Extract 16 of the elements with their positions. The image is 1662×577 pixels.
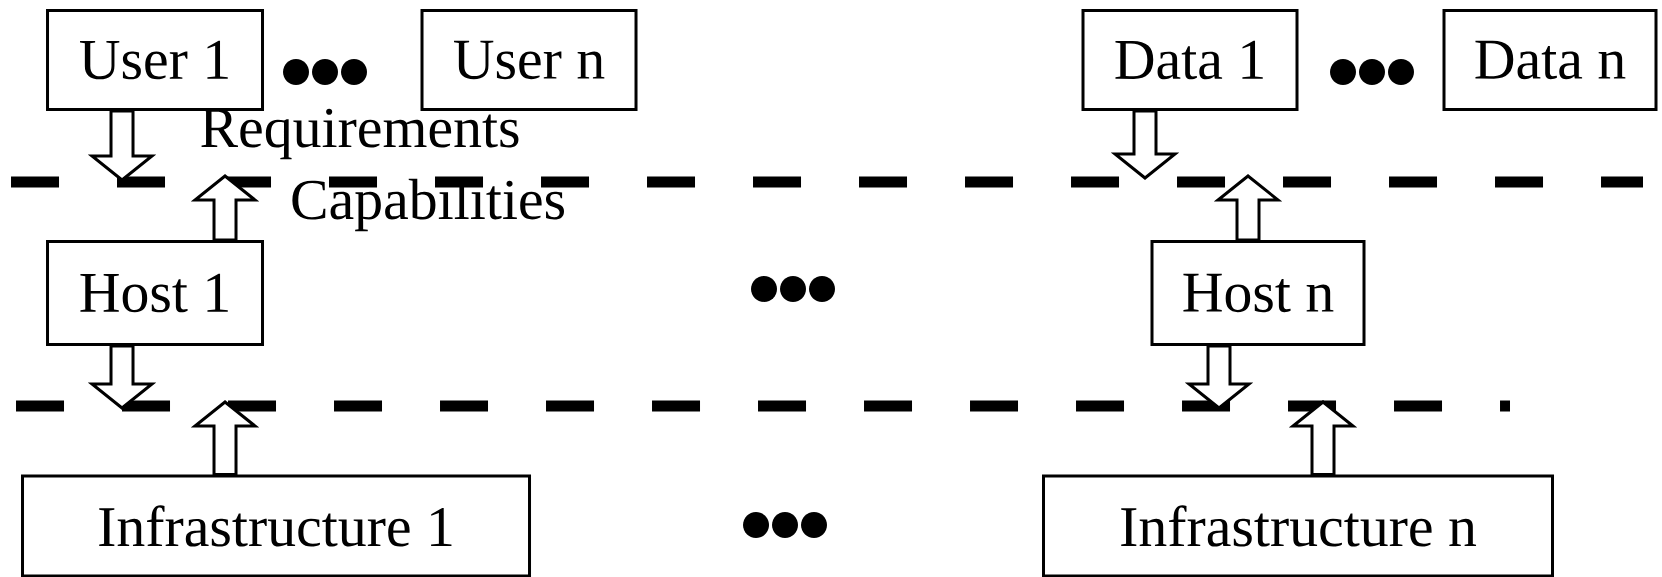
hollow-arrow [1288, 400, 1358, 476]
hollow-arrow [87, 344, 157, 410]
box: Host 1 [46, 240, 264, 346]
box: Data n [1442, 9, 1658, 111]
box: User 1 [46, 9, 264, 111]
hollow-arrow [190, 400, 260, 476]
hollow-arrow [190, 174, 260, 242]
box: Data 1 [1081, 9, 1299, 111]
hollow-arrow [1213, 174, 1283, 242]
box: Host n [1150, 240, 1366, 346]
box: Infrastructure n [1042, 474, 1554, 577]
box: User n [420, 9, 638, 111]
hollow-arrow [1110, 109, 1180, 180]
label: Capabilities [292, 178, 564, 232]
label: Requirements [201, 108, 519, 160]
box: Infrastructure 1 [21, 474, 531, 577]
